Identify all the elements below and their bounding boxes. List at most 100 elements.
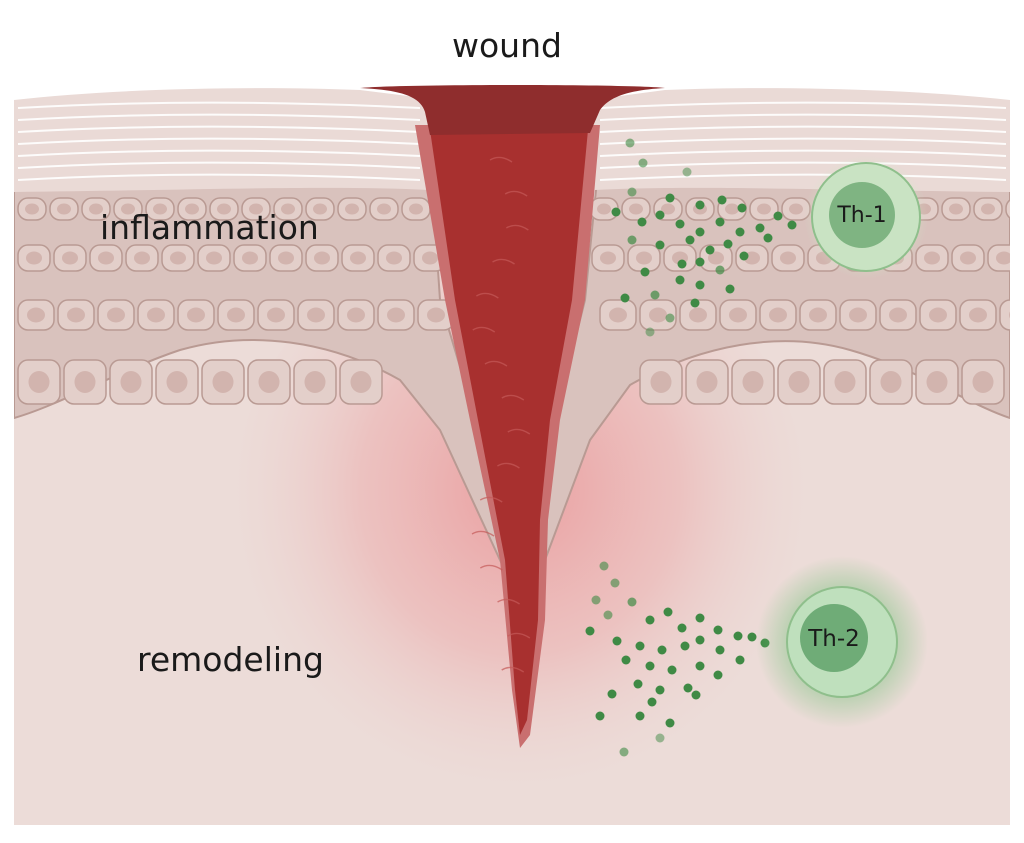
keratinocyte	[951, 244, 985, 272]
keratinocyte	[719, 299, 757, 331]
cytokine-dot	[723, 239, 733, 249]
keratinocyte	[177, 299, 215, 331]
keratinocyte	[209, 197, 239, 221]
keratinocyte	[337, 299, 375, 331]
cytokine-dot	[667, 665, 677, 675]
cytokine-dot	[627, 235, 637, 245]
cytokine-dot	[591, 595, 601, 605]
cytokine-dot	[627, 597, 637, 607]
keratinocyte	[839, 299, 877, 331]
cytokine-dot	[620, 293, 630, 303]
keratinocyte	[823, 359, 867, 405]
cytokine-dot	[739, 251, 749, 261]
keratinocyte	[17, 359, 61, 405]
cytokine-dot	[682, 167, 692, 177]
keratinocyte	[17, 299, 55, 331]
keratinocyte	[269, 244, 303, 272]
cytokine-dot	[640, 267, 650, 277]
keratinocyte	[305, 197, 335, 221]
cytokine-dot	[655, 210, 665, 220]
keratinocyte	[915, 244, 949, 272]
cytokine-dot	[773, 211, 783, 221]
cytokine-dot	[610, 578, 620, 588]
keratinocyte	[305, 244, 339, 272]
cytokine-dot	[645, 661, 655, 671]
keratinocyte	[999, 299, 1010, 331]
keratinocyte	[17, 197, 47, 221]
keratinocyte	[217, 299, 255, 331]
cytokine-dot	[725, 284, 735, 294]
keratinocyte	[273, 197, 303, 221]
cytokine-dot	[612, 636, 622, 646]
keratinocyte	[799, 299, 837, 331]
keratinocyte	[233, 244, 267, 272]
stratum-corneum-left	[14, 88, 440, 192]
keratinocyte	[81, 197, 111, 221]
cytokine-dot	[665, 718, 675, 728]
cytokine-dot	[675, 219, 685, 229]
cytokine-dot	[695, 635, 705, 645]
keratinocyte	[17, 244, 51, 272]
cytokine-dot	[655, 685, 665, 695]
keratinocyte	[257, 299, 295, 331]
keratinocyte	[717, 197, 747, 221]
keratinocyte	[627, 244, 661, 272]
cytokine-dot	[619, 747, 629, 757]
keratinocyte	[663, 244, 697, 272]
cytokine-dot	[677, 259, 687, 269]
cytokine-dot	[705, 245, 715, 255]
cytokine-dot	[647, 697, 657, 707]
keratinocyte	[759, 299, 797, 331]
cytokine-dot	[695, 227, 705, 237]
cytokine-dot	[599, 561, 609, 571]
cytokine-dot	[715, 265, 725, 275]
keratinocyte	[377, 299, 415, 331]
cytokine-dot	[621, 655, 631, 665]
cytokine-dot	[635, 641, 645, 651]
keratin-fibers	[17, 101, 1007, 181]
cytokine-dot	[695, 613, 705, 623]
keratinocyte	[1005, 199, 1010, 219]
wound-tissue	[430, 130, 588, 735]
keratinocyte	[621, 197, 651, 221]
th2-label: Th-2	[807, 626, 860, 652]
keratinocyte	[137, 299, 175, 331]
cytokine-dot	[695, 200, 705, 210]
inflammation-label: inflammation	[100, 208, 319, 247]
cytokine-cluster-th2	[585, 561, 770, 757]
keratinocyte	[771, 244, 805, 272]
keratinocyte	[599, 299, 637, 331]
keratinocyte	[879, 299, 917, 331]
keratinocyte	[987, 244, 1010, 272]
wound-label: wound	[452, 26, 562, 65]
keratinocyte	[247, 359, 291, 405]
keratinocyte	[961, 359, 1005, 405]
cytokine-dot	[657, 645, 667, 655]
cytokine-dot	[737, 203, 747, 213]
cytokine-dot	[677, 623, 687, 633]
keratinocyte	[63, 359, 107, 405]
cytokine-dot	[717, 195, 727, 205]
keratinocyte	[341, 244, 375, 272]
keratinocyte	[145, 197, 175, 221]
keratinocyte	[959, 299, 997, 331]
cytokine-dot	[675, 275, 685, 285]
cytokine-dot	[735, 227, 745, 237]
keratinocyte	[177, 197, 207, 221]
keratinocyte	[731, 359, 775, 405]
cytokine-dot	[638, 158, 648, 168]
keratinocyte	[685, 359, 729, 405]
th2-cell: Th-2	[756, 556, 928, 728]
cytokine-cluster-th1	[611, 138, 797, 337]
keratinocyte	[369, 197, 399, 221]
cytokine-dot	[747, 632, 757, 642]
cytokine-dot	[603, 610, 613, 620]
cytokine-dot	[655, 240, 665, 250]
keratinocyte	[161, 244, 195, 272]
cytokine-dot	[695, 280, 705, 290]
keratinocyte	[639, 299, 677, 331]
cytokine-dot	[685, 235, 695, 245]
keratinocyte	[201, 359, 245, 405]
keratinocyte	[377, 244, 411, 272]
